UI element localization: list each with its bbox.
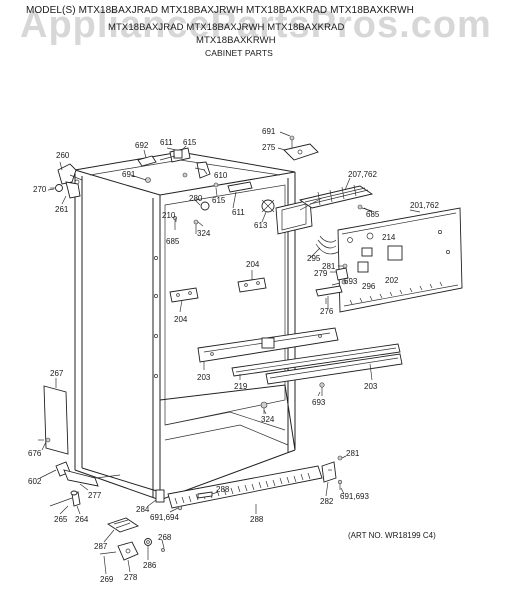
callout-288-upper: 288	[216, 485, 230, 494]
callout-207-762: 207,762	[348, 170, 377, 179]
leader-lines	[39, 131, 421, 575]
callout-676: 676	[28, 449, 42, 458]
art-number: (ART NO. WR18199 C4)	[348, 531, 436, 540]
callout-693-lower: 693	[312, 398, 326, 407]
mullion-rail-203-upper	[197, 327, 339, 363]
callout-277: 277	[88, 491, 102, 500]
callout-278: 278	[124, 573, 138, 582]
callout-267: 267	[50, 369, 64, 378]
callout-268: 268	[158, 533, 172, 542]
control-panel	[337, 207, 463, 313]
callout-281-mid: 281	[322, 262, 336, 271]
callout-324-lower: 324	[261, 415, 275, 424]
callout-692: 692	[135, 141, 149, 150]
callout-691-right: 691	[262, 127, 276, 136]
callout-691-top: 691	[122, 170, 136, 179]
bracket-275	[283, 135, 319, 161]
section-title: CABINET PARTS	[205, 48, 273, 58]
callout-287: 287	[94, 542, 108, 551]
hinge-bracket-204-right	[237, 277, 267, 293]
callout-219: 219	[234, 382, 248, 391]
callout-615-mid: 615	[212, 196, 226, 205]
callout-602: 602	[28, 477, 42, 486]
callout-214: 214	[382, 233, 396, 242]
callout-282: 282	[320, 497, 334, 506]
callout-611-top: 611	[160, 138, 173, 147]
mullion-rail-219	[231, 343, 401, 377]
hinge-assembly	[50, 163, 83, 199]
callout-280: 280	[189, 194, 203, 203]
callout-203-upper: 203	[197, 373, 211, 382]
callout-204-right: 204	[246, 260, 260, 269]
callout-270: 270	[33, 185, 47, 194]
callout-labels: 260 270 261 692 611 615 691 610 280 615 …	[28, 127, 439, 584]
callout-613: 613	[254, 221, 268, 230]
callout-265: 265	[54, 515, 68, 524]
switch-assembly	[315, 235, 349, 308]
callout-295: 295	[307, 254, 321, 263]
callout-693-mid: 693	[344, 277, 358, 286]
roller-parts	[99, 517, 165, 561]
callout-201-762: 201,762	[410, 201, 439, 210]
callout-288-lower: 288	[250, 515, 264, 524]
callout-275: 275	[262, 143, 276, 152]
callout-610: 610	[214, 171, 228, 180]
callout-685-right: 685	[366, 210, 380, 219]
model-list-line-3: MTX18BAXKRWH	[196, 35, 276, 46]
callout-269: 269	[100, 575, 114, 584]
base-components	[38, 437, 121, 507]
callout-685-left: 685	[166, 237, 180, 246]
callout-203-lower: 203	[364, 382, 378, 391]
model-list-line-2: MTX18BAXJRAD MTX18BAXJRWH MTX18BAXKRAD	[108, 22, 345, 33]
model-list-line-1: MODEL(S) MTX18BAXJRAD MTX18BAXJRWH MTX18…	[26, 5, 414, 16]
callout-284: 284	[136, 505, 150, 514]
back-panel-267	[43, 385, 69, 455]
callout-264: 264	[75, 515, 89, 524]
callout-281-lower: 281	[346, 449, 360, 458]
screws-693-324	[260, 382, 325, 414]
callout-204-left: 204	[174, 315, 188, 324]
callout-286: 286	[143, 561, 157, 570]
mullion-rail-203-lower	[265, 353, 403, 385]
callout-276: 276	[320, 307, 334, 316]
callout-210: 210	[162, 211, 176, 220]
door-switch-282	[321, 455, 343, 490]
callout-261: 261	[55, 205, 69, 214]
callout-691-693: 691,693	[340, 492, 369, 501]
callout-611-mid: 611	[232, 208, 245, 217]
callout-324-top: 324	[197, 229, 211, 238]
hinge-bracket-204-left	[169, 287, 199, 303]
fan-assembly	[261, 184, 374, 235]
callout-691-694: 691,694	[150, 513, 179, 522]
callout-296: 296	[362, 282, 376, 291]
kick-grille-288	[155, 465, 323, 511]
callout-260: 260	[56, 151, 70, 160]
callout-202: 202	[385, 276, 399, 285]
callout-615-top: 615	[183, 138, 197, 147]
top-hardware	[137, 147, 253, 234]
callout-279: 279	[314, 269, 328, 278]
